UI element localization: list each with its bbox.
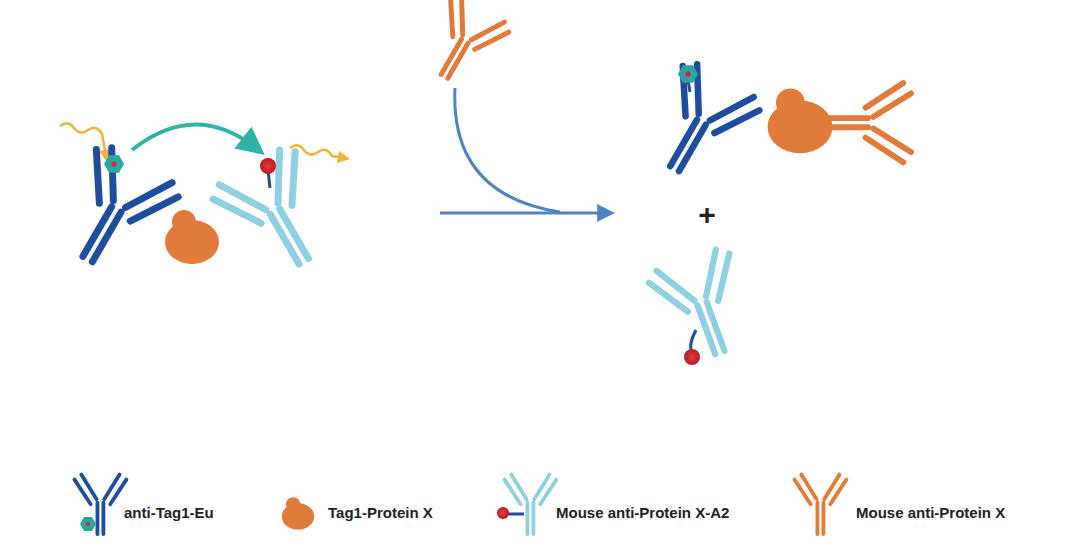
- energy-transfer-arrow: [132, 124, 256, 150]
- legend-icon: [80, 517, 96, 531]
- legend-text: anti-Tag1-Eu: [124, 504, 214, 521]
- europium-donor: [678, 65, 698, 82]
- legend-text: Tag1-Protein X: [328, 504, 433, 521]
- legend-icon: [497, 507, 509, 519]
- legend-icon: [508, 513, 524, 516]
- tag1-protein-x: [165, 210, 219, 264]
- emission-light: [290, 145, 344, 158]
- legend-text: Mouse anti-Protein X-A2: [556, 504, 729, 521]
- plus-sign: +: [698, 198, 716, 232]
- legend-icon: [75, 475, 127, 535]
- competitor-antibody: [820, 83, 911, 162]
- addition-curve: [455, 88, 560, 212]
- legend-text: Mouse anti-Protein X: [856, 504, 1005, 521]
- legend-icon: [505, 475, 557, 535]
- competitor-antibody: [415, 0, 512, 93]
- legend-icon: [282, 497, 314, 529]
- anti-tag1-eu-antibody: [47, 141, 183, 282]
- a2-linker: [691, 330, 696, 352]
- anti-tag1-eu-antibody: [636, 59, 763, 191]
- legend-icon: [795, 475, 847, 535]
- a2-acceptor: [684, 349, 700, 365]
- anti-protein-x-a2-antibody: [646, 246, 760, 367]
- reaction-arrow: [440, 212, 608, 215]
- anti-protein-x-a2-antibody: [208, 144, 344, 285]
- europium-donor: [104, 155, 124, 172]
- a2-acceptor: [260, 158, 276, 174]
